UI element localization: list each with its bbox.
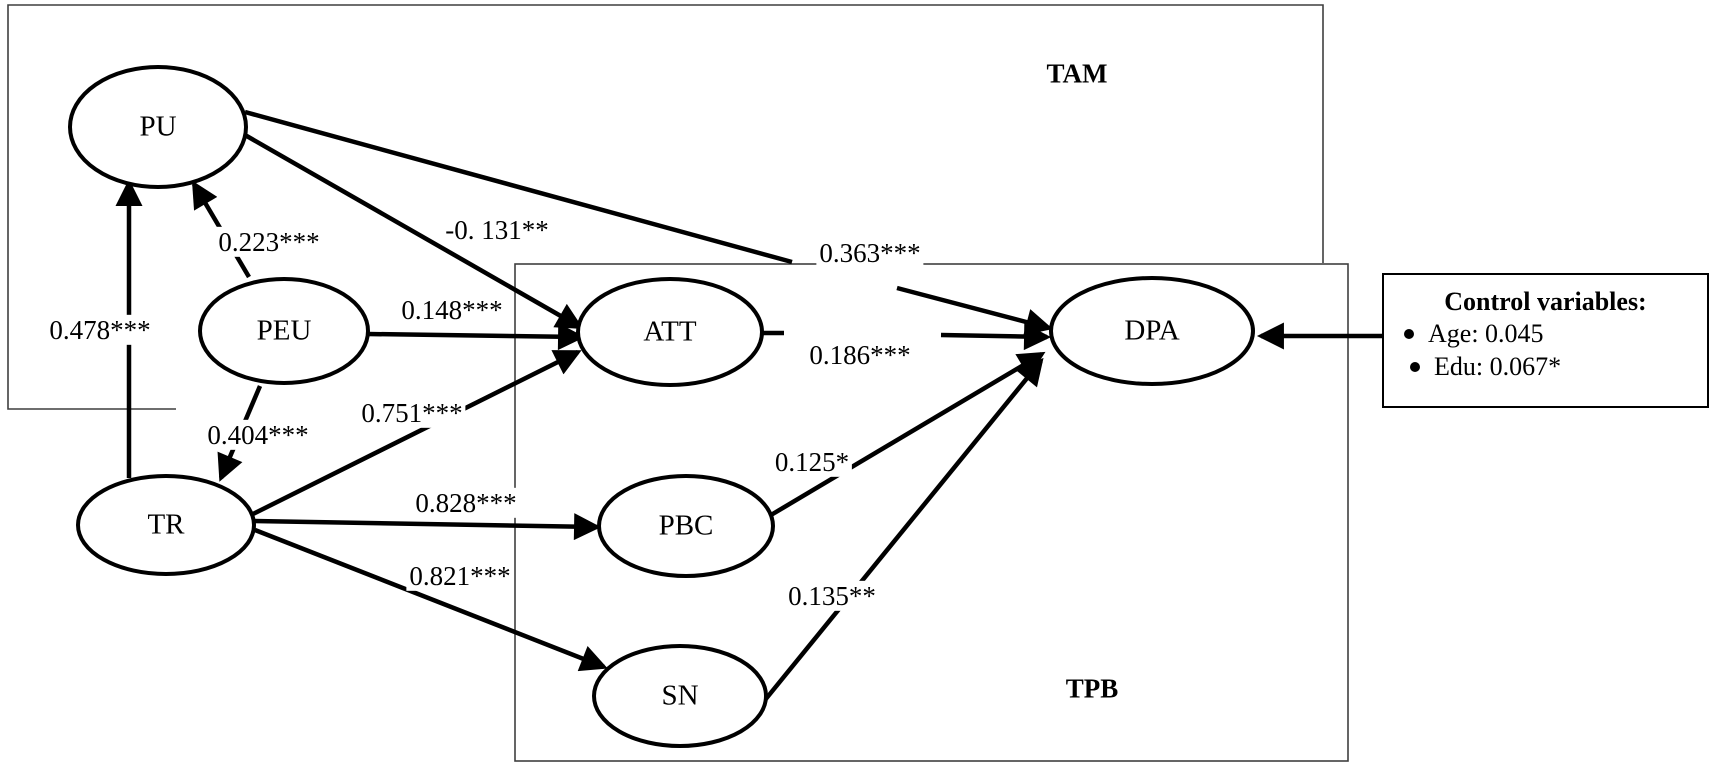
path-pu-att xyxy=(243,133,584,330)
path-tr-pbc xyxy=(252,513,602,541)
path-pu-dpa-seg2 xyxy=(896,285,1053,336)
coef-tr-pbc: 0.828*** xyxy=(412,487,520,519)
node-sn-ellipse xyxy=(592,644,768,748)
node-tr-ellipse xyxy=(76,474,256,576)
node-peu-ellipse xyxy=(198,277,370,385)
tam-box-label: TAM xyxy=(1046,58,1108,89)
list-item: Edu: 0.067* xyxy=(1410,350,1707,383)
bullet-icon xyxy=(1404,329,1414,339)
control-variables-title: Control variables: xyxy=(1444,287,1647,316)
coef-pbc-dpa: 0.125* xyxy=(771,446,853,478)
path-pu-dpa-seg1 xyxy=(244,109,793,265)
coef-att-dpa: 0.186*** xyxy=(806,339,914,371)
list-item: Age: 0.045 xyxy=(1404,317,1707,350)
coef-peu-pu: 0.223*** xyxy=(215,226,323,258)
bullet-icon xyxy=(1410,362,1420,372)
node-peu-label: PEU xyxy=(256,314,312,347)
coef-pu-att: -0. 131** xyxy=(442,214,552,246)
coef-peu-att: 0.148*** xyxy=(398,294,506,326)
coef-tr-sn: 0.821*** xyxy=(406,560,514,592)
node-pu-label: PU xyxy=(139,110,177,143)
node-dpa-ellipse xyxy=(1049,276,1255,386)
node-att-ellipse xyxy=(576,277,764,387)
control-variable-edu: Edu: 0.067* xyxy=(1434,352,1562,381)
node-tr-label: TR xyxy=(147,508,185,541)
node-att-label: ATT xyxy=(643,315,697,348)
coef-pu-dpa: 0.363*** xyxy=(816,237,924,269)
node-sn-label: SN xyxy=(661,679,699,712)
control-variable-age: Age: 0.045 xyxy=(1428,319,1544,348)
node-pbc-ellipse xyxy=(597,474,775,578)
path-pbc-dpa xyxy=(769,351,1046,517)
path-sn-dpa xyxy=(763,357,1044,702)
tam-box-outline xyxy=(7,4,1324,410)
path-att-dpa-seg2 xyxy=(940,323,1052,351)
node-pbc-label: PBC xyxy=(658,509,714,542)
path-tr-sn xyxy=(254,527,608,672)
node-pu-ellipse xyxy=(68,65,248,189)
coef-peu-tr: 0.404*** xyxy=(204,419,312,451)
node-dpa-label: DPA xyxy=(1124,314,1180,347)
path-peu-att xyxy=(367,323,586,351)
coef-sn-dpa: 0.135** xyxy=(785,580,879,612)
tpb-box-label: TPB xyxy=(1065,673,1119,704)
coef-tr-pu: 0.478*** xyxy=(46,314,154,346)
control-variables-box: Control variables: Age: 0.045 Edu: 0.067… xyxy=(1382,273,1709,408)
coef-tr-att: 0.751*** xyxy=(358,397,466,429)
path-tr-att xyxy=(251,349,582,517)
